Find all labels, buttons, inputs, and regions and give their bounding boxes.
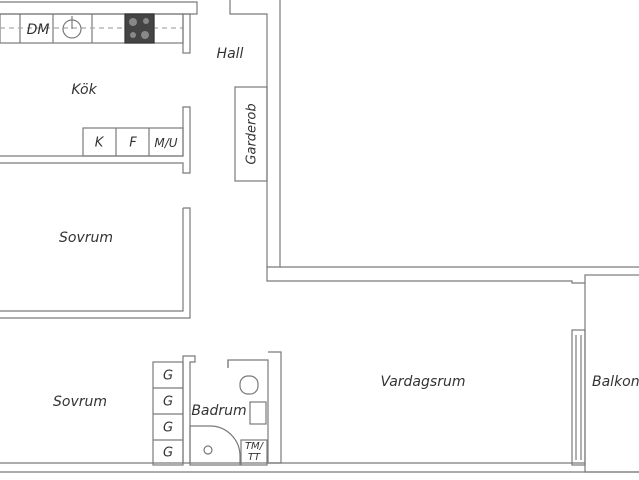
closet-label: G	[162, 445, 174, 461]
bedroom-1-label: Sovrum	[58, 230, 114, 246]
washbasin-icon	[249, 401, 267, 425]
living-top-wall	[266, 267, 585, 284]
bathroom-label: Badrum	[191, 403, 247, 419]
dryer-label: TT	[247, 452, 261, 463]
fridge-label: K	[94, 135, 104, 151]
wardrobe-label: Garderob	[244, 103, 260, 165]
closet-label: G	[162, 368, 174, 384]
living-room-label: Vardagsrum	[380, 374, 466, 390]
washer-label: TM/	[244, 441, 264, 452]
shower-icon	[189, 425, 241, 466]
toilet-icon	[239, 375, 259, 395]
bedroom-2-label: Sovrum	[52, 394, 108, 410]
washer-dryer	[240, 439, 268, 466]
wardrobe	[234, 86, 268, 182]
kitchen-bedroom-wall	[0, 106, 191, 174]
hob-icon	[124, 13, 155, 44]
kitchen-wall-stub	[182, 13, 191, 54]
closet-label: G	[162, 394, 174, 410]
dishwasher-label: DM	[26, 22, 50, 38]
washer-dryer-label: TM/TT	[245, 441, 263, 463]
kitchen-top-wall	[0, 1, 198, 15]
balcony-door	[571, 329, 586, 466]
bathroom-left-wall	[182, 355, 196, 463]
microwave-label: M/U	[154, 136, 178, 150]
bedroom-right-wall	[0, 207, 191, 319]
balcony-label: Balkong	[592, 374, 639, 390]
hall-label: Hall	[216, 46, 244, 62]
freezer-label: F	[129, 135, 137, 151]
closet-label: G	[162, 420, 174, 436]
kitchen-label: Kök	[71, 82, 97, 98]
